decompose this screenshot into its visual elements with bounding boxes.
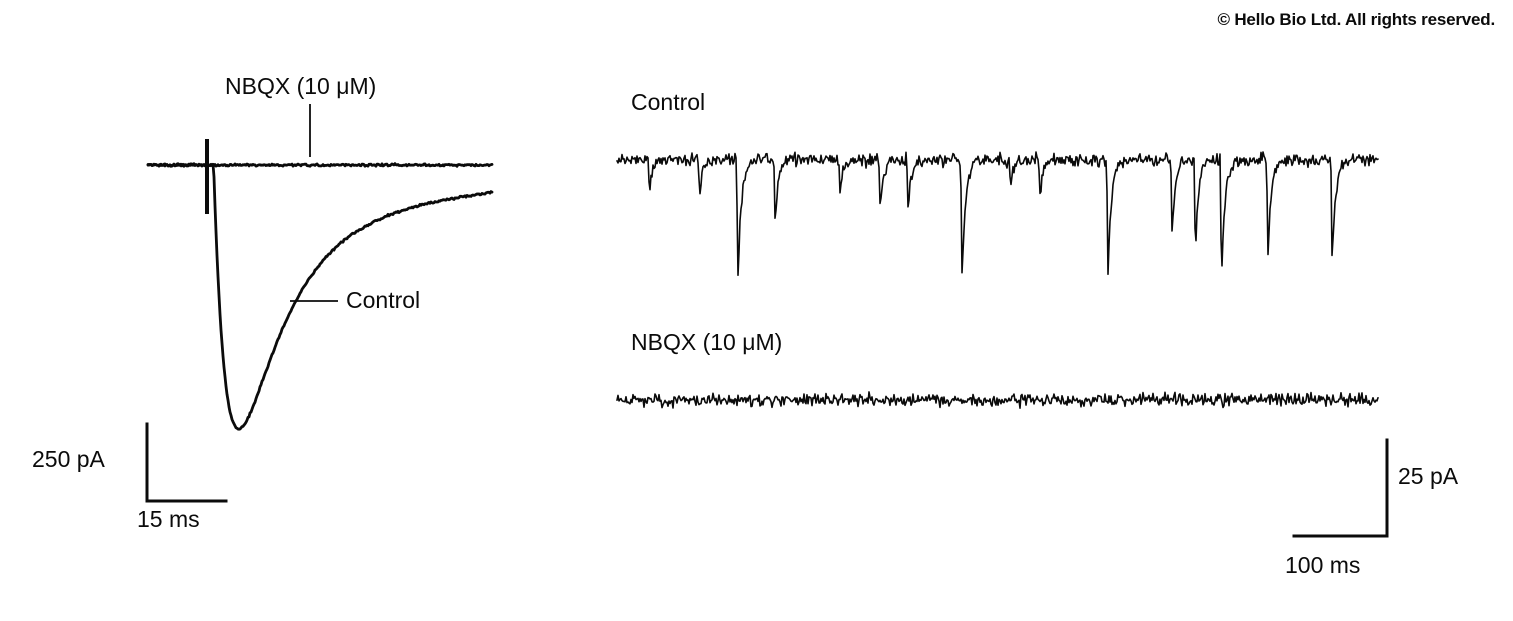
spont-scalebar-vertical-label: 25 pA xyxy=(1398,463,1459,489)
evoked-scalebar xyxy=(145,422,228,503)
spont-trace-nbqx xyxy=(616,391,1379,409)
evoked-nbqx-label: NBQX (10 μM) xyxy=(225,73,377,99)
spont-control-label: Control xyxy=(631,89,706,115)
evoked-scalebar-vertical-label: 250 pA xyxy=(32,446,105,472)
spont-scalebar xyxy=(1292,438,1389,538)
evoked-trace-control xyxy=(146,162,494,431)
spont-trace-control xyxy=(616,151,1379,276)
evoked-scalebar-horizontal-label: 15 ms xyxy=(137,506,200,532)
evoked-control-label: Control xyxy=(346,287,421,313)
spont-scalebar-horizontal-label: 100 ms xyxy=(1285,552,1361,578)
spont-nbqx-label: NBQX (10 μM) xyxy=(631,329,783,355)
copyright-notice: © Hello Bio Ltd. All rights reserved. xyxy=(1217,10,1496,29)
